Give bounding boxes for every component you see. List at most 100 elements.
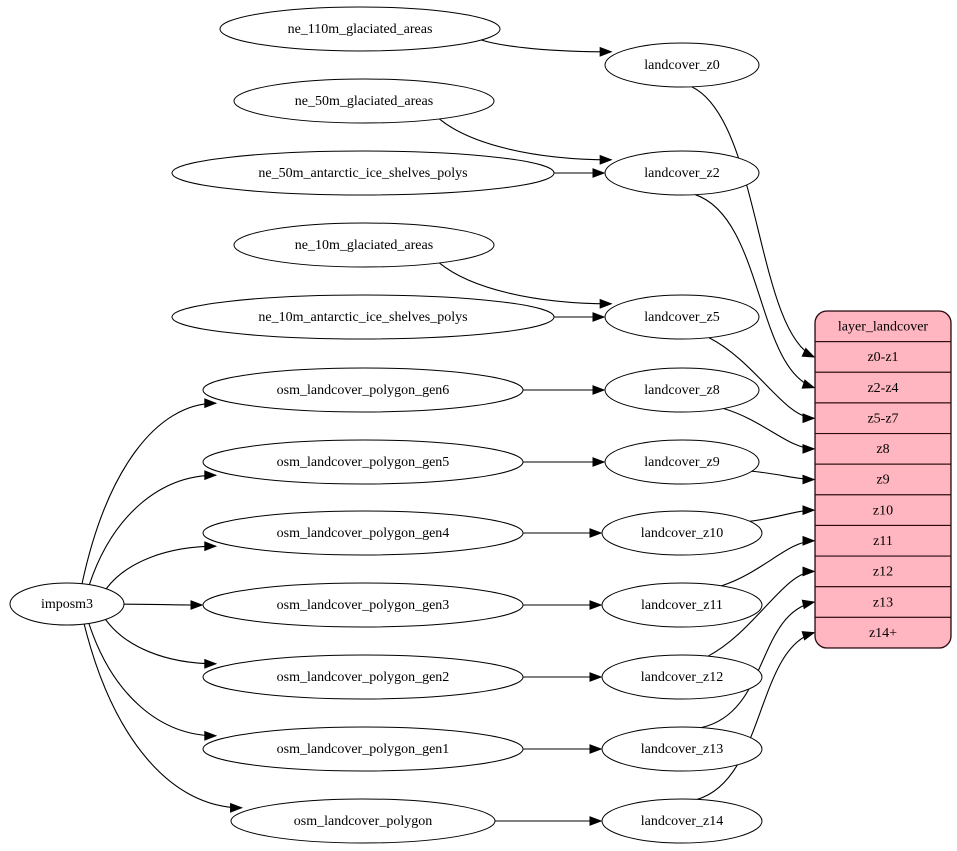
edge-arrowhead [801,631,816,641]
table-row-label-z5-z7: z5-z7 [867,411,898,426]
table-border [814,310,952,649]
table-row-cell-z13[interactable] [815,586,951,618]
edge-arrowhead [204,658,218,669]
node-ne_10m_antarctic_ice_shelves_polys[interactable]: ne_10m_antarctic_ice_shelves_polys [171,294,555,340]
node-ellipse-landcover_z10[interactable] [601,510,763,556]
table-row-label-layer_landcover: layer_landcover [838,320,929,335]
edge-arrowhead [190,600,204,610]
edge-imposm3-to-osm_landcover_polygon_gen5 [88,474,216,585]
edge-ne_110m_glaciated_areas-to-landcover_z0 [481,39,612,53]
node-landcover_z8[interactable]: landcover_z8 [604,367,760,413]
node-landcover_z2[interactable]: landcover_z2 [604,150,760,196]
node-label-landcover_z8: landcover_z8 [644,383,719,398]
edge-arrowhead [592,168,606,178]
node-ellipse-osm_landcover_polygon_gen1[interactable] [202,726,524,772]
node-label-osm_landcover_polygon_gen2: osm_landcover_polygon_gen2 [277,670,450,685]
node-ellipse-ne_50m_antarctic_ice_shelves_polys[interactable] [171,150,555,196]
node-osm_landcover_polygon_gen3[interactable]: osm_landcover_polygon_gen3 [202,582,524,628]
table-row-label-z14+: z14+ [869,626,897,641]
table-row-label-z2-z4: z2-z4 [867,381,898,396]
node-ellipse-osm_landcover_polygon[interactable] [230,798,496,844]
node-ellipse-landcover_z13[interactable] [601,726,763,772]
edges-layer [81,39,816,826]
table-row-cell-z10[interactable] [815,494,951,527]
node-ellipse-osm_landcover_polygon_gen6[interactable] [202,367,524,413]
node-osm_landcover_polygon_gen6[interactable]: osm_landcover_polygon_gen6 [202,367,524,413]
table-row-label-z11: z11 [873,534,893,549]
edge-imposm3-to-osm_landcover_polygon [83,623,242,809]
table-layer: layer_landcoverz0-z1z2-z4z5-z7z8z9z10z11… [814,310,952,649]
edge-arrowhead [802,566,816,577]
node-label-landcover_z2: landcover_z2 [644,166,719,181]
node-label-ne_50m_glaciated_areas: ne_50m_glaciated_areas [295,94,433,109]
edge-arrowhead [589,600,603,610]
node-osm_landcover_polygon[interactable]: osm_landcover_polygon [230,798,496,844]
node-landcover_z14[interactable]: landcover_z14 [601,798,763,844]
node-ellipse-landcover_z11[interactable] [601,582,763,628]
node-ellipse-osm_landcover_polygon_gen3[interactable] [202,582,524,628]
node-landcover_z12[interactable]: landcover_z12 [601,654,763,700]
node-landcover_z10[interactable]: landcover_z10 [601,510,763,556]
node-ellipse-ne_10m_antarctic_ice_shelves_polys[interactable] [171,294,555,340]
edge-arrowhead [802,505,816,516]
edge-imposm3-to-osm_landcover_polygon_gen3 [123,603,203,606]
table-node-layer_landcover[interactable] [815,311,951,648]
edge-landcover_z2-to-z2-z4 [695,194,815,389]
node-label-landcover_z5: landcover_z5 [644,310,719,325]
node-ellipse-landcover_z2[interactable] [604,150,760,196]
node-ellipse-osm_landcover_polygon_gen4[interactable] [202,510,524,556]
node-ellipse-landcover_z14[interactable] [601,798,763,844]
node-label-imposm3: imposm3 [41,597,93,612]
edge-landcover_z14-to-z14+ [696,632,815,800]
node-label-ne_50m_antarctic_ice_shelves_polys: ne_50m_antarctic_ice_shelves_polys [258,166,467,181]
edge-imposm3-to-osm_landcover_polygon_gen2 [105,619,216,665]
edge-ne_50m_glaciated_areas-to-landcover_z2 [439,118,612,161]
node-ellipse-osm_landcover_polygon_gen5[interactable] [202,439,524,485]
node-ellipse-ne_50m_glaciated_areas[interactable] [233,78,495,124]
node-label-landcover_z0: landcover_z0 [644,58,719,73]
node-osm_landcover_polygon_gen2[interactable]: osm_landcover_polygon_gen2 [202,654,524,700]
node-label-landcover_z9: landcover_z9 [644,455,719,470]
node-ellipse-landcover_z5[interactable] [604,294,760,340]
node-osm_landcover_polygon_gen4[interactable]: osm_landcover_polygon_gen4 [202,510,524,556]
table-row-cell-z14+[interactable] [815,616,951,648]
table-row-cell-z0-z1[interactable] [815,341,951,373]
node-ellipse-landcover_z12[interactable] [601,654,763,700]
node-landcover_z9[interactable]: landcover_z9 [604,439,760,485]
edge-arrowhead [204,470,218,481]
node-label-ne_10m_antarctic_ice_shelves_polys: ne_10m_antarctic_ice_shelves_polys [258,310,467,325]
node-ne_50m_antarctic_ice_shelves_polys[interactable]: ne_50m_antarctic_ice_shelves_polys [171,150,555,196]
node-landcover_z0[interactable]: landcover_z0 [604,42,760,88]
edge-arrowhead [599,298,613,309]
node-ellipse-imposm3[interactable] [9,582,125,626]
edge-arrowhead [801,347,816,358]
node-ellipse-landcover_z9[interactable] [604,439,760,485]
node-ne_110m_glaciated_areas[interactable]: ne_110m_glaciated_areas [219,6,501,52]
node-osm_landcover_polygon_gen1[interactable]: osm_landcover_polygon_gen1 [202,726,524,772]
node-osm_landcover_polygon_gen5[interactable]: osm_landcover_polygon_gen5 [202,439,524,485]
node-label-osm_landcover_polygon_gen6: osm_landcover_polygon_gen6 [277,383,450,398]
node-landcover_z11[interactable]: landcover_z11 [601,582,763,628]
table-row-cell-z5-z7[interactable] [815,402,951,435]
node-label-osm_landcover_polygon: osm_landcover_polygon [294,814,432,829]
node-landcover_z5[interactable]: landcover_z5 [604,294,760,340]
edge-arrowhead [592,312,606,322]
node-ne_10m_glaciated_areas[interactable]: ne_10m_glaciated_areas [233,222,495,268]
edge-arrowhead [599,154,613,165]
edge-ne_10m_glaciated_areas-to-landcover_z5 [439,262,612,305]
node-ne_50m_glaciated_areas[interactable]: ne_50m_glaciated_areas [233,78,495,124]
node-ellipse-landcover_z0[interactable] [604,42,760,88]
edge-arrowhead [589,528,603,538]
node-ellipse-ne_110m_glaciated_areas[interactable] [219,6,501,52]
node-ellipse-osm_landcover_polygon_gen2[interactable] [202,654,524,700]
table-row-cell-z9[interactable] [815,463,951,496]
node-ellipse-ne_10m_glaciated_areas[interactable] [233,222,495,268]
node-imposm3[interactable]: imposm3 [9,582,125,626]
node-ellipse-landcover_z8[interactable] [604,367,760,413]
edge-arrowhead [204,398,218,409]
node-label-landcover_z14: landcover_z14 [641,814,723,829]
edge-arrowhead [802,413,816,424]
node-landcover_z13[interactable]: landcover_z13 [601,726,763,772]
edge-imposm3-to-osm_landcover_polygon_gen6 [81,402,216,584]
